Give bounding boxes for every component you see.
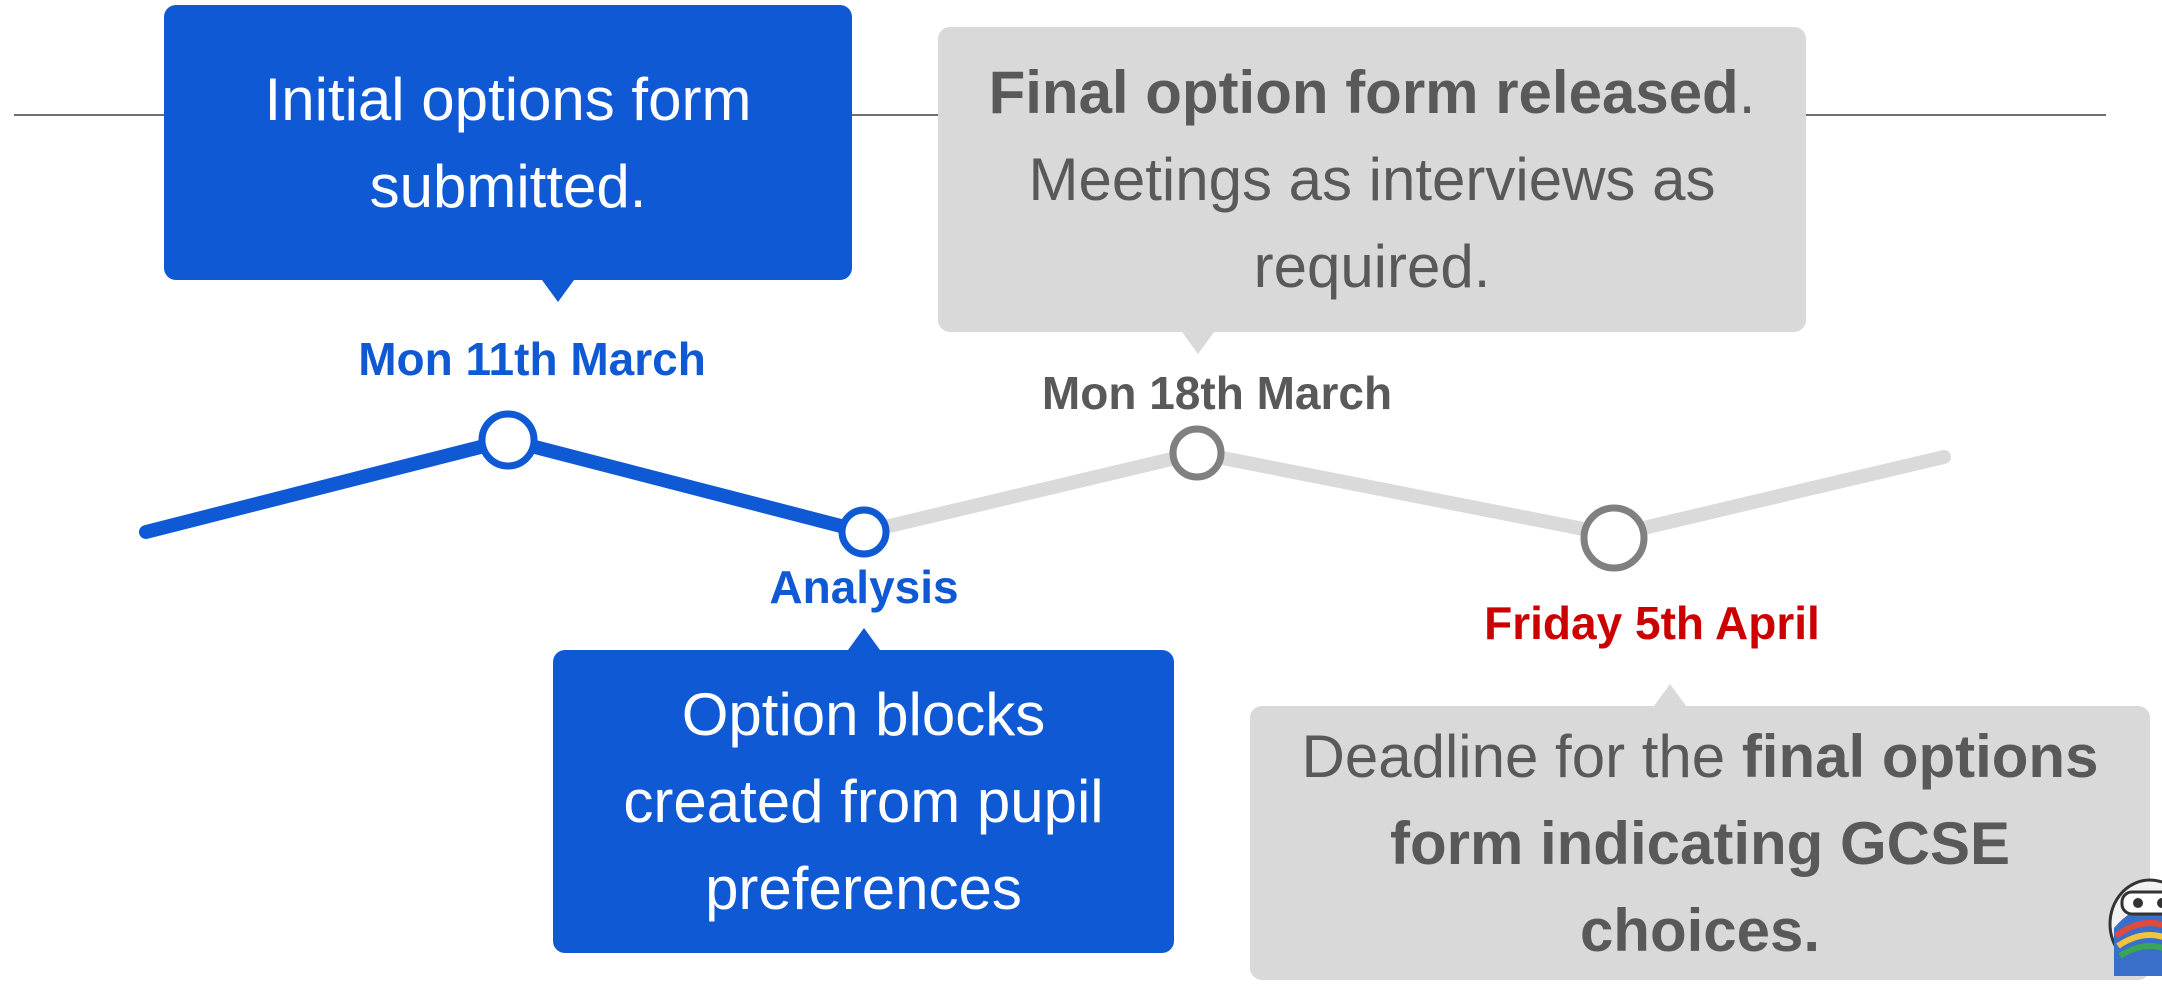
milestone-marker-3 (1169, 425, 1225, 481)
callout-option-blocks-text: Option blocks created from pupil prefere… (623, 681, 1104, 922)
milestone-date-2: Analysis (769, 561, 959, 613)
timeline-remaining-grey (857, 446, 1951, 542)
callout-pointer (848, 628, 880, 650)
callout-deadline-text: Deadline for the final options form indi… (1270, 713, 2130, 974)
callout-initial-options-text: Initial options form submitted. (264, 65, 752, 220)
mascot-icon (2108, 878, 2162, 976)
milestone-marker-2 (838, 506, 890, 558)
callout-pointer (542, 280, 574, 302)
callout-initial-options: Initial options form submitted. (164, 5, 852, 302)
callout-final-form-text: Final option form released. Meetings as … (982, 49, 1762, 310)
callout-final-form-bold: Final option form released (988, 59, 1739, 126)
callout-option-blocks: Option blocks created from pupil prefere… (553, 628, 1174, 953)
callout-deadline-bold: final options form indicating GCSE choic… (1389, 722, 2099, 964)
callout-final-form-released: Final option form released. Meetings as … (938, 27, 1806, 354)
callout-final-form-rest: . Meetings as interviews as required. (1028, 59, 1756, 300)
callout-pointer (1182, 332, 1214, 354)
callout-deadline-plain: Deadline for the (1301, 722, 1742, 790)
milestone-date-1: Mon 11th March (358, 333, 706, 385)
milestone-date-4: Friday 5th April (1484, 597, 1820, 649)
callout-deadline: Deadline for the final options form indi… (1250, 684, 2150, 980)
milestone-marker-1 (478, 410, 538, 470)
milestone-date-3: Mon 18th March (1041, 367, 1393, 419)
callout-pointer (1654, 684, 1686, 706)
milestone-marker-4 (1580, 504, 1648, 572)
